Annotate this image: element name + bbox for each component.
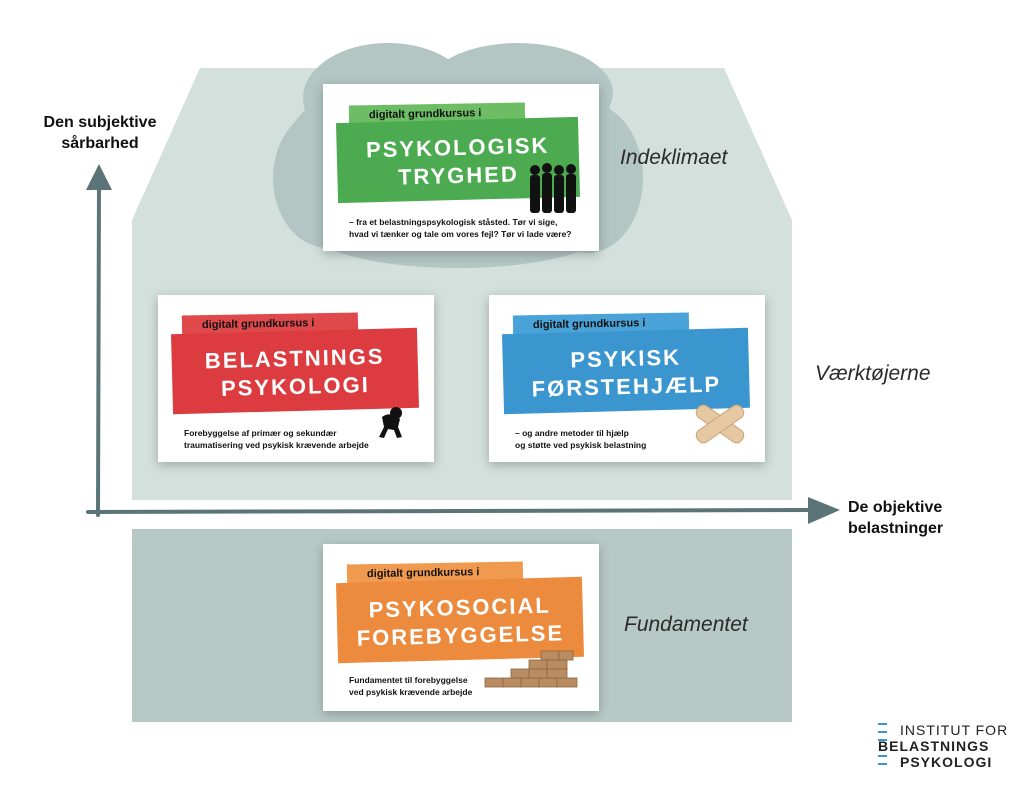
card-description: – og andre metoder til hjælp og støtte v…: [515, 428, 647, 450]
x-axis-label: De objektive belastninger: [848, 499, 944, 537]
y-axis-line: [96, 178, 101, 517]
roof-slope-left: [132, 68, 200, 220]
roof-slope-right: [724, 68, 792, 220]
logo-line3: PSYKOLOGI: [900, 754, 993, 770]
logo-line1: INSTITUT FOR: [900, 722, 1009, 738]
card-psykosocial-forebyggelse[interactable]: digitalt grundkursus i PSYKOSOCIAL FOREB…: [323, 544, 599, 711]
card-description: Fundamentet til forebyggelse ved psykisk…: [349, 675, 473, 697]
institute-logo: INSTITUT FOR BELASTNINGS PSYKOLOGI: [878, 722, 1018, 770]
brick-stairs-icon: [484, 650, 578, 688]
card-description: Forebyggelse af primær og sekundær traum…: [184, 428, 369, 450]
card-description: – fra et belastningspsykologisk ståsted.…: [349, 217, 572, 239]
bandage-icon: [695, 404, 745, 444]
x-axis-arrow-icon: [808, 497, 840, 524]
card-title-banner: BELASTNINGS PSYKOLOGI: [170, 327, 420, 415]
people-silhouette-icon: [530, 163, 576, 213]
burdened-person-icon: [379, 407, 402, 438]
zone-label-walls: Værktøjerne: [815, 362, 931, 385]
x-axis-line: [86, 508, 820, 514]
card-psykisk-forstehjaelp[interactable]: digitalt grundkursus i PSYKISK FØRSTEHJÆ…: [489, 295, 765, 462]
zone-label-roof: Indeklimaet: [620, 146, 728, 169]
axes: [86, 164, 840, 524]
card-belastningspsykologi[interactable]: digitalt grundkursus i BELASTNINGS PSYKO…: [158, 295, 434, 462]
logo-bars-icon: [878, 723, 887, 765]
y-axis-label: Den subjektive sårbarhed: [43, 114, 157, 152]
zone-label-foundation: Fundamentet: [624, 613, 748, 636]
card-psykologisk-tryghed[interactable]: digitalt grundkursus i PSYKOLOGISK TRYGH…: [323, 84, 599, 251]
logo-line2: BELASTNINGS: [878, 738, 990, 754]
y-axis-arrow-icon: [86, 164, 112, 190]
